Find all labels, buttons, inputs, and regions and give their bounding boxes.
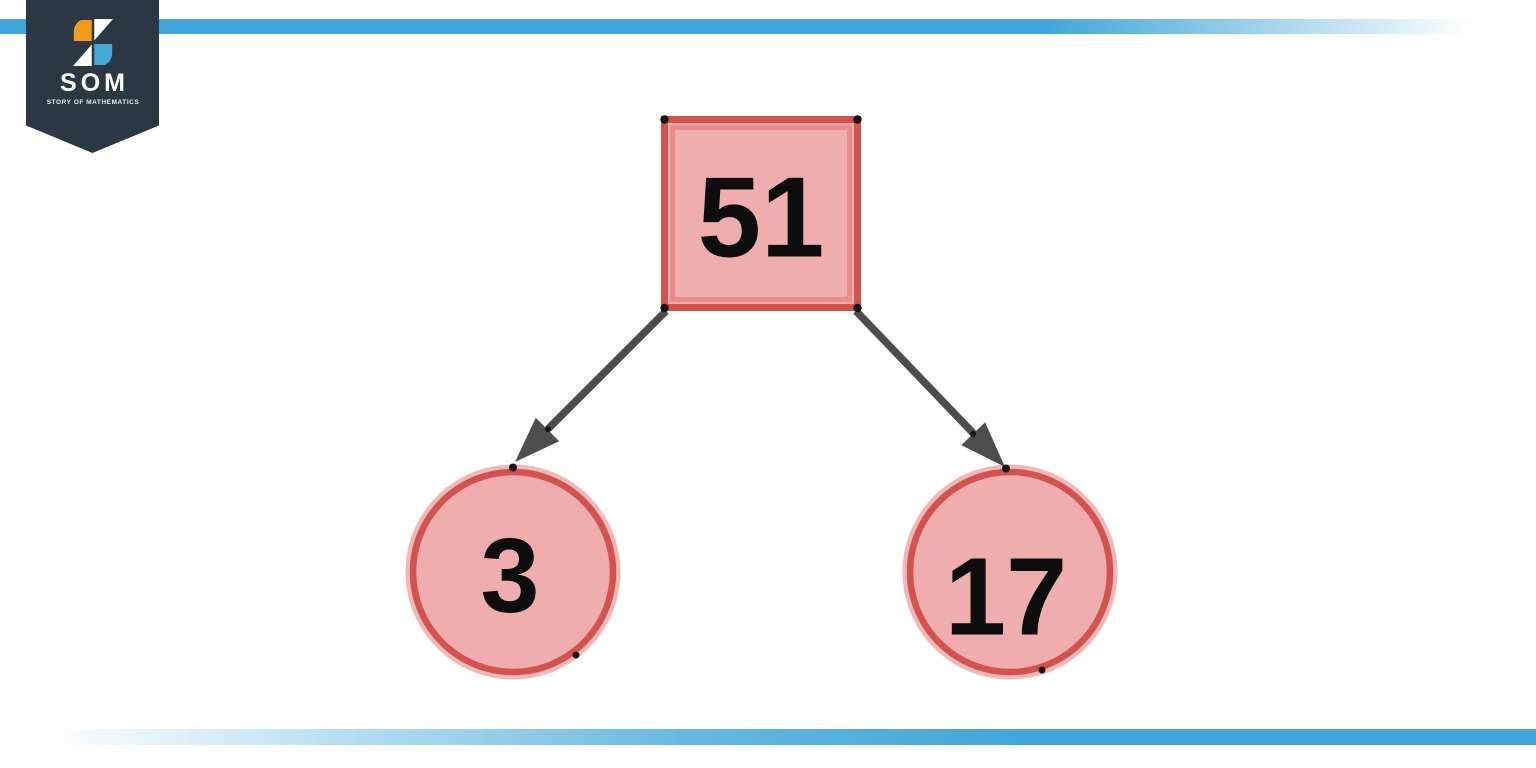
root-node-inner-ring <box>670 125 852 302</box>
bottom-stripe <box>0 729 1536 745</box>
brand-name: SOM <box>60 69 129 97</box>
left-child-label: 3 <box>481 517 540 635</box>
vertex-point <box>853 303 862 313</box>
vertex-point <box>1002 464 1010 473</box>
top-stripe <box>0 19 1536 34</box>
vertex-point <box>970 431 976 437</box>
vertex-point <box>853 115 862 124</box>
right-child-label: 17 <box>945 536 1067 659</box>
edge-root-to-left-child <box>515 308 669 462</box>
vertex-points <box>509 115 1046 674</box>
brand-tagline: STORY OF MATHEMATICS <box>46 99 140 107</box>
arrowhead-left <box>515 417 560 462</box>
logo-white-bottom-triangle <box>72 44 92 66</box>
root-node-label: 51 <box>698 155 825 282</box>
vertex-point <box>660 115 669 124</box>
vertex-point <box>572 651 580 659</box>
vertex-point <box>509 463 517 472</box>
left-child-node-circle: 3 <box>405 464 621 680</box>
som-logo-icon <box>72 19 113 66</box>
logo-white-top-triangle <box>93 19 113 41</box>
vertex-point <box>545 426 551 432</box>
arrowhead-right <box>961 422 1005 467</box>
right-child-node-circle: 17 <box>902 464 1118 680</box>
som-badge: SOM STORY OF MATHEMATICS <box>26 0 159 153</box>
root-node-square: 51 <box>661 116 861 311</box>
right-child-outer-ring <box>902 464 1118 680</box>
vertex-point <box>1038 666 1046 674</box>
edge-root-to-right-child <box>853 308 1005 467</box>
vertex-point <box>660 303 669 313</box>
logo-blue-quadrant <box>93 43 112 66</box>
logo-orange-quadrant <box>73 19 92 42</box>
